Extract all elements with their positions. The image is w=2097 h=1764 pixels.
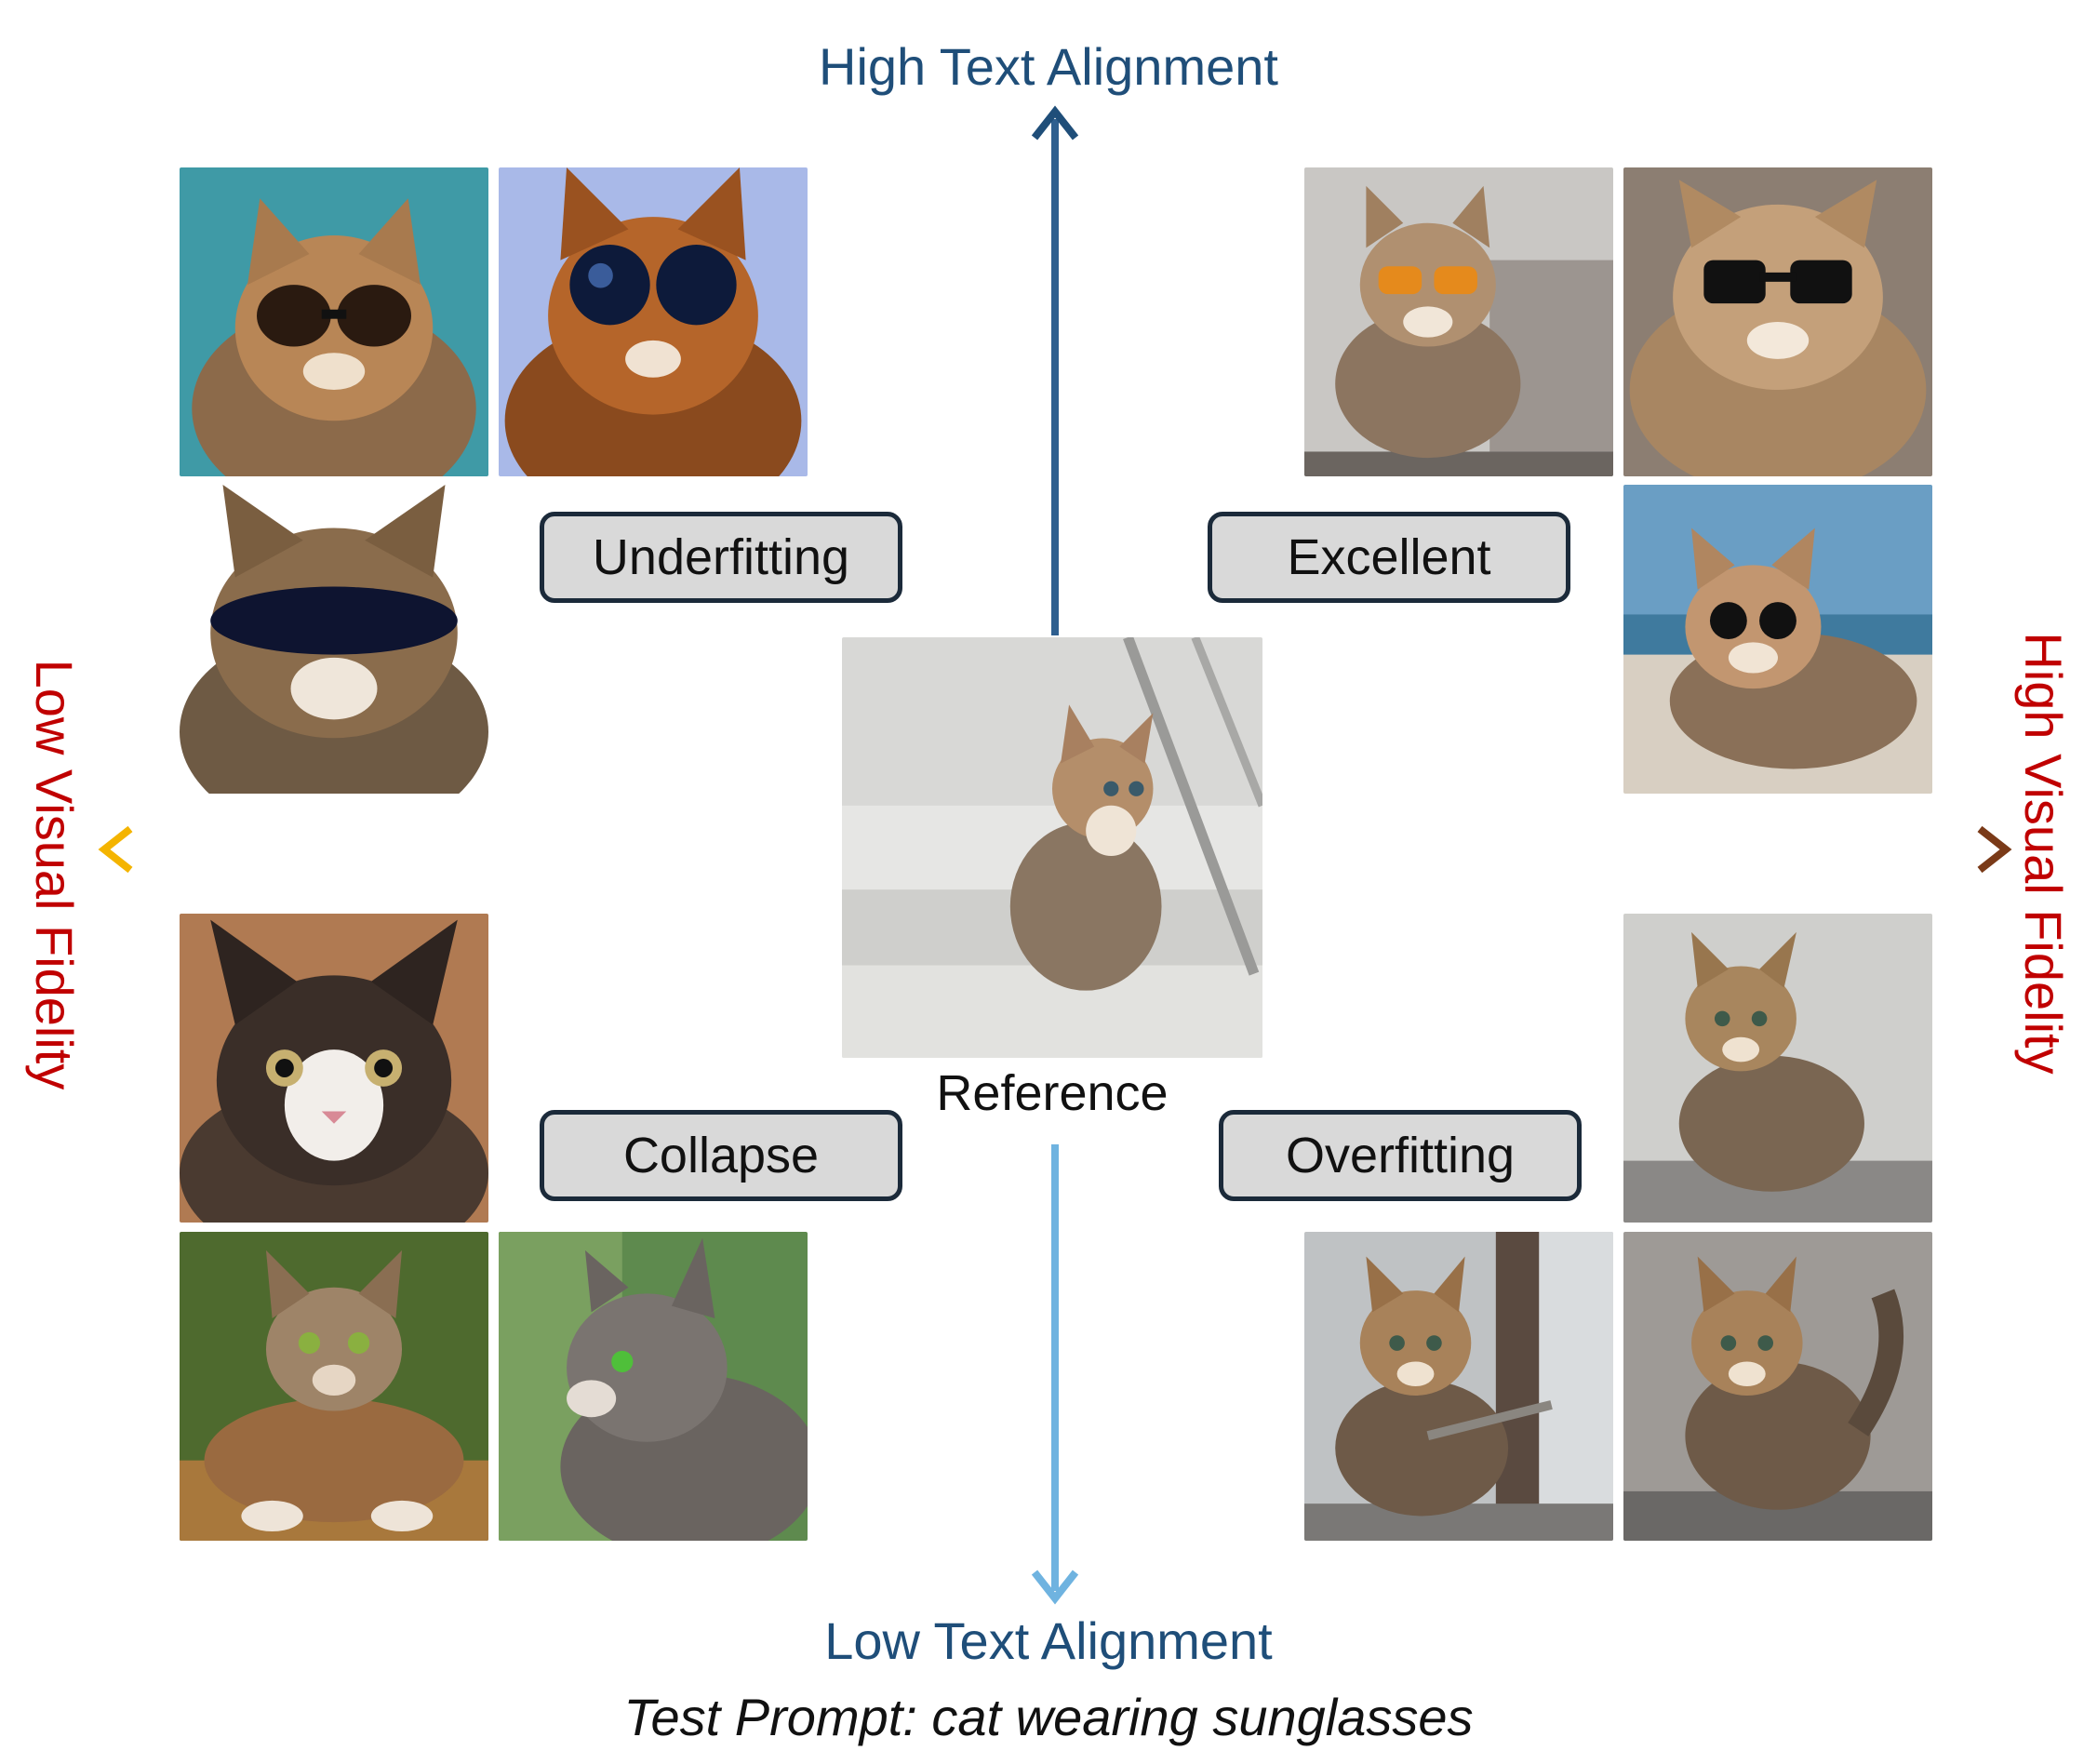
arrow-down: [1031, 1144, 1079, 1605]
cat-photo-excellent-1: [1304, 167, 1613, 476]
axis-label-high-text-alignment: High Text Alignment: [819, 37, 1278, 96]
arrow-left: [98, 825, 841, 874]
cat-photo-excellent-3: [1623, 485, 1932, 794]
cat-photo-overfitting-1: [1623, 914, 1932, 1223]
test-prompt-caption: Test Prompt: cat wearing sunglasses: [623, 1688, 1474, 1746]
quadrant-label-text: Underfitting: [592, 529, 850, 585]
reference-caption: Reference: [936, 1065, 1169, 1121]
cat-photo-underfitting-1: [180, 167, 488, 476]
quadrant-label-text: Overfitting: [1285, 1128, 1516, 1183]
cat-photo-collapse-2: [180, 1232, 488, 1541]
quadrant-label-text: Collapse: [622, 1128, 820, 1183]
cat-photo-underfitting-2: [499, 167, 808, 476]
quadrant-label-text: Excellent: [1287, 529, 1491, 585]
arrow-right: [1265, 825, 2012, 874]
quadrant-label-excellent: Excellent: [1208, 512, 1570, 603]
quadrant-label-underfitting: Underfitting: [540, 512, 902, 603]
axis-label-low-text-alignment: Low Text Alignment: [824, 1611, 1273, 1670]
quadrant-label-collapse: Collapse: [540, 1110, 902, 1201]
reference-photo: [842, 637, 1262, 1058]
axis-label-low-visual-fidelity: Low Visual Fidelity: [25, 659, 84, 1090]
cat-photo-underfitting-3: [180, 485, 488, 794]
arrow-up: [1031, 105, 1079, 635]
cat-photo-collapse-3: [499, 1232, 808, 1541]
axis-label-high-visual-fidelity: High Visual Fidelity: [2014, 632, 2073, 1075]
cat-photo-excellent-2: [1623, 167, 1932, 476]
cat-photo-collapse-1: [180, 914, 488, 1223]
cat-photo-overfitting-2: [1304, 1232, 1613, 1541]
cat-photo-overfitting-3: [1623, 1232, 1932, 1541]
quadrant-label-overfitting: Overfitting: [1219, 1110, 1582, 1201]
